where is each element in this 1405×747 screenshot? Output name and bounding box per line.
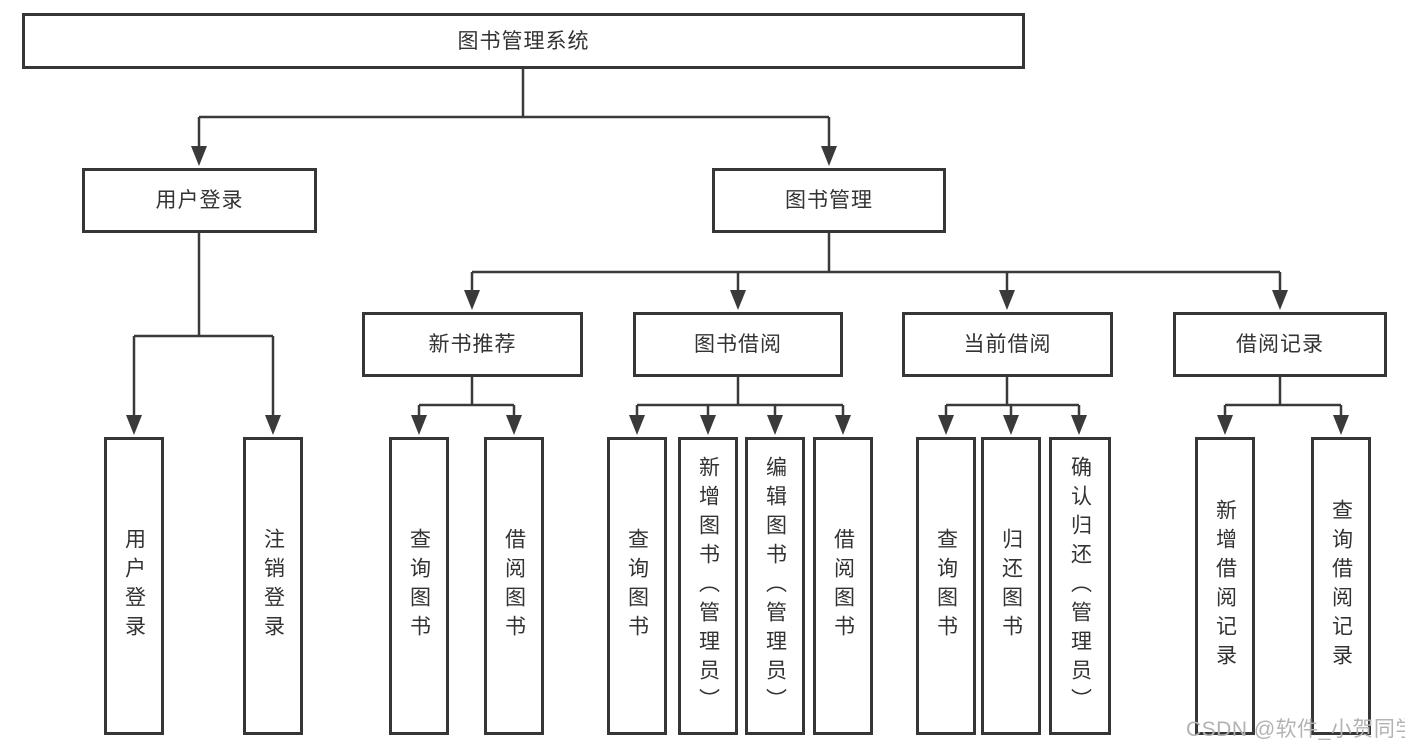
node-borrowing-records: 借阅记录 (1173, 312, 1387, 377)
leaf-add-books-admin: 新增图书（管理员） (678, 437, 738, 735)
leaf-query-books-current-label: 查询图书 (934, 528, 958, 644)
leaf-return-books-label: 归还图书 (999, 528, 1023, 644)
leaf-add-borrow-record: 新增借阅记录 (1195, 437, 1255, 735)
leaf-logout-label: 注销登录 (261, 528, 285, 644)
leaf-edit-books-admin-label: 编辑图书（管理员） (763, 455, 787, 717)
leaf-query-books-borrowing: 查询图书 (607, 437, 667, 735)
node-current-borrowing: 当前借阅 (902, 312, 1113, 377)
leaf-query-books-borrowing-label: 查询图书 (625, 528, 649, 644)
leaf-return-books: 归还图书 (981, 437, 1041, 735)
node-book-borrowing: 图书借阅 (633, 312, 843, 377)
leaf-add-borrow-record-label: 新增借阅记录 (1213, 499, 1237, 673)
leaf-borrow-books-recommend: 借阅图书 (484, 437, 544, 735)
leaf-user-login: 用户登录 (104, 437, 164, 735)
leaf-confirm-return-admin: 确认归还（管理员） (1049, 437, 1111, 735)
csdn-watermark: CSDN @软件_小贺同学 (1186, 718, 1405, 741)
node-book-management: 图书管理 (712, 168, 946, 233)
leaf-borrow-books-borrowing-label: 借阅图书 (831, 528, 855, 644)
leaf-borrow-books-recommend-label: 借阅图书 (502, 528, 526, 644)
leaf-confirm-return-admin-label: 确认归还（管理员） (1068, 455, 1092, 717)
leaf-borrow-books-borrowing: 借阅图书 (813, 437, 873, 735)
node-user-login: 用户登录 (82, 168, 317, 233)
leaf-query-books-current: 查询图书 (916, 437, 976, 735)
leaf-add-books-admin-label: 新增图书（管理员） (696, 455, 720, 717)
node-library-management-system: 图书管理系统 (22, 13, 1025, 69)
node-new-book-recommendation: 新书推荐 (362, 312, 583, 377)
leaf-query-borrow-record-label: 查询借阅记录 (1329, 499, 1353, 673)
leaf-edit-books-admin: 编辑图书（管理员） (745, 437, 805, 735)
leaf-query-books-recommend-label: 查询图书 (407, 528, 431, 644)
leaf-logout: 注销登录 (243, 437, 303, 735)
leaf-query-borrow-record: 查询借阅记录 (1311, 437, 1371, 735)
leaf-query-books-recommend: 查询图书 (389, 437, 449, 735)
leaf-user-login-label: 用户登录 (122, 528, 146, 644)
